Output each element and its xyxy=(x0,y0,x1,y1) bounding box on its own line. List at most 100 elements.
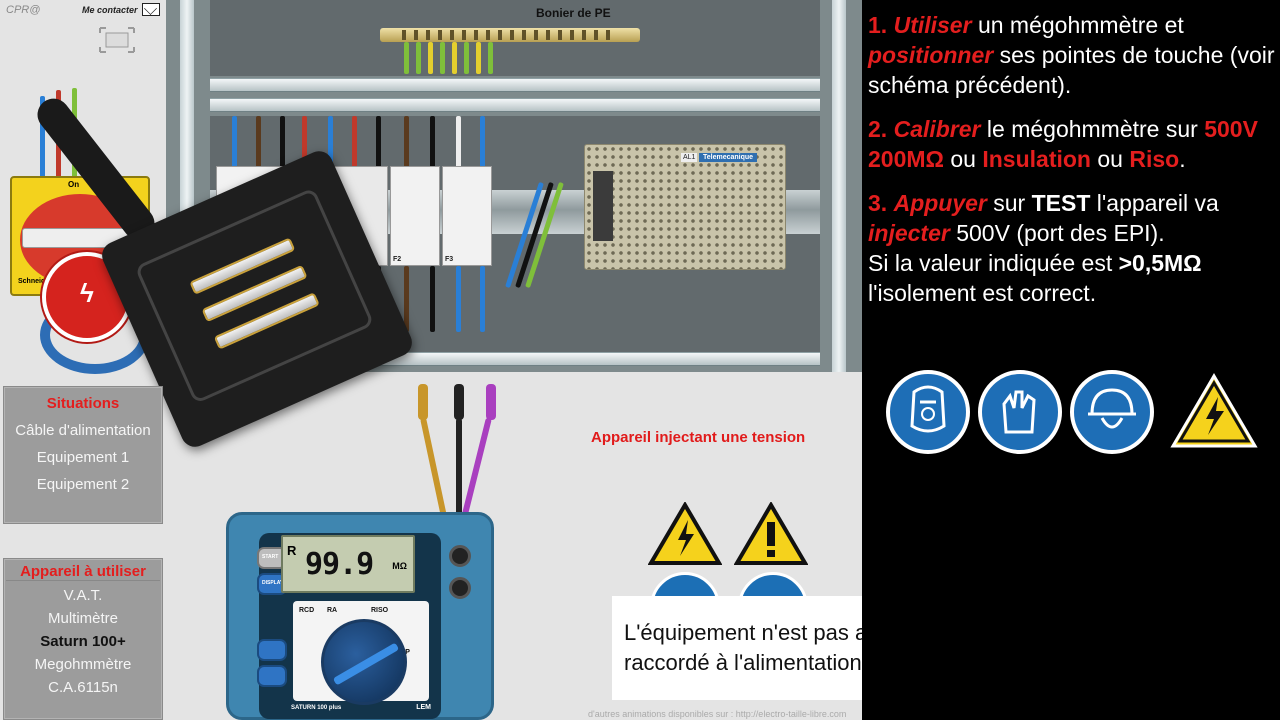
step-verb: Utiliser xyxy=(893,12,972,38)
step-bold: TEST xyxy=(1031,190,1091,216)
megohmmeter-saturn: START DISPLAY R 99.9 MΩ RCD RA RISO RLOO… xyxy=(226,512,494,720)
step-verb: injecter xyxy=(868,220,950,246)
phase-wire xyxy=(352,116,357,170)
inject-warning-label: Appareil injectant une tension xyxy=(591,429,806,446)
psu-brand-label: Telemecanique xyxy=(699,153,758,162)
devices-panel: Appareil à utiliser V.A.T. Multimètre Sa… xyxy=(3,558,163,720)
fuse-holder-f2[interactable]: F2 xyxy=(390,166,440,266)
probe-tip-black[interactable] xyxy=(454,384,464,420)
pe-wire xyxy=(488,42,493,74)
step-verb: positionner xyxy=(868,42,994,68)
breaker-label: F3 xyxy=(445,256,454,263)
psu-terminal-block xyxy=(593,171,613,241)
situation-item-equipement-2[interactable]: Equipement 2 xyxy=(36,476,130,493)
pe-wire xyxy=(416,42,421,74)
phase-wire xyxy=(280,116,285,170)
step-number: 2. xyxy=(868,116,888,142)
meter-model: SATURN 100 plus xyxy=(291,705,342,711)
step-highlight: 500V 200MΩ xyxy=(868,116,1258,172)
pe-wire xyxy=(452,42,457,74)
reading-unit: MΩ xyxy=(392,561,407,571)
phase-wire xyxy=(430,116,435,170)
probe-lead-black xyxy=(456,418,462,546)
step-text: . xyxy=(1179,146,1186,172)
output-wire xyxy=(456,266,461,332)
rotary-dial[interactable] xyxy=(321,619,407,705)
footer-note: d'autres animations disponibles sur : ht… xyxy=(588,709,847,719)
pe-busbar xyxy=(380,28,640,42)
situation-item-cable[interactable]: Câble d'alimentation xyxy=(15,422,151,439)
power-supply-al1[interactable]: AL1 Telemecanique xyxy=(584,144,786,270)
brand-logo: CPR@ xyxy=(6,4,41,16)
phase-wire xyxy=(404,116,409,170)
probe-tip-orange[interactable] xyxy=(418,384,428,420)
electric-hazard-icon xyxy=(648,502,722,565)
reading-prefix: R xyxy=(287,543,297,558)
step-verb: Calibrer xyxy=(893,116,981,142)
face-shield-icon xyxy=(886,370,970,454)
phase-wire xyxy=(232,116,237,170)
sound-button[interactable] xyxy=(257,665,287,687)
output-wire xyxy=(404,266,409,332)
instruction-step-1: 1. Utiliser un mégohmmètre et positionne… xyxy=(868,10,1276,100)
zero-button[interactable] xyxy=(257,639,287,661)
output-wire xyxy=(430,266,435,332)
step-highlight: Insulation xyxy=(982,146,1091,172)
pe-wire xyxy=(440,42,445,74)
gloves-icon xyxy=(978,370,1062,454)
step-text: sur xyxy=(986,190,1032,216)
fuse-holder-f3[interactable]: F3 xyxy=(442,166,492,266)
phase-wire xyxy=(456,116,461,170)
display-button-label: DISPLAY xyxy=(262,580,284,586)
supply-wire xyxy=(40,96,45,182)
device-item-multimetre[interactable]: Multimètre xyxy=(47,610,118,627)
situation-item-equipement-1[interactable]: Equipement 1 xyxy=(36,449,130,466)
phase-wire xyxy=(376,116,381,170)
reading-value: 99.9 xyxy=(305,547,374,582)
device-item-ca6115n[interactable]: C.A.6115n xyxy=(48,679,118,696)
scale-label: RISO xyxy=(371,607,389,614)
device-item-megohmmetre[interactable]: Megohmmètre xyxy=(34,656,132,673)
pe-busbar-label: Bonier de PE xyxy=(536,6,611,20)
phase-wire xyxy=(480,116,485,170)
isolator-state-label: On xyxy=(68,180,80,189)
electric-hazard-icon: ϟ xyxy=(80,278,94,308)
step-text: 500V (port des EPI). xyxy=(949,220,1165,246)
step-highlight: Riso xyxy=(1129,146,1180,172)
step-bold: >0,5MΩ xyxy=(1118,250,1202,276)
general-warning-icon xyxy=(734,502,808,565)
probe-tip-purple[interactable] xyxy=(486,384,496,420)
step-text: Si la valeur indiquée est xyxy=(868,250,1119,276)
contact-link[interactable]: Me contacter xyxy=(82,3,160,16)
envelope-icon xyxy=(141,3,160,16)
cabinet-rail xyxy=(210,78,820,92)
caption-line-2: raccordé à l'alimentation. xyxy=(624,650,868,675)
instruction-step-3: 3. Appuyer sur TEST l'appareil va inject… xyxy=(868,188,1276,308)
phase-wire xyxy=(302,116,307,170)
device-item-saturn[interactable]: Saturn 100+ xyxy=(40,633,126,650)
pe-wire xyxy=(404,42,409,74)
step-text: l'appareil va xyxy=(1090,190,1219,216)
pe-wire xyxy=(428,42,433,74)
cabinet-rail xyxy=(210,98,820,112)
fullscreen-icon[interactable] xyxy=(98,26,136,54)
scale-label: RA xyxy=(327,607,338,614)
helmet-icon xyxy=(1070,370,1154,454)
step-text: le mégohmmètre sur xyxy=(980,116,1205,142)
psu-id-label: AL1 xyxy=(681,153,698,162)
scale-label: RCD xyxy=(299,607,315,614)
device-item-vat[interactable]: V.A.T. xyxy=(63,587,103,604)
phase-wire xyxy=(328,116,333,170)
pe-wire xyxy=(464,42,469,74)
situations-panel: Situations Câble d'alimentation Equipeme… xyxy=(3,386,163,524)
meter-maker: LEM xyxy=(416,704,431,711)
step-text: ses pointes de touche (voir schéma précé… xyxy=(868,42,1275,98)
step-verb: Appuyer xyxy=(893,190,987,216)
meter-lcd: R 99.9 MΩ xyxy=(281,535,415,593)
jack-input-1[interactable] xyxy=(449,545,471,567)
start-button[interactable]: START xyxy=(257,547,287,569)
pe-wire xyxy=(476,42,481,74)
instruction-step-2: 2. Calibrer le mégohmmètre sur 500V 200M… xyxy=(868,114,1276,174)
output-wire xyxy=(480,266,485,332)
jack-input-2[interactable] xyxy=(449,577,471,599)
